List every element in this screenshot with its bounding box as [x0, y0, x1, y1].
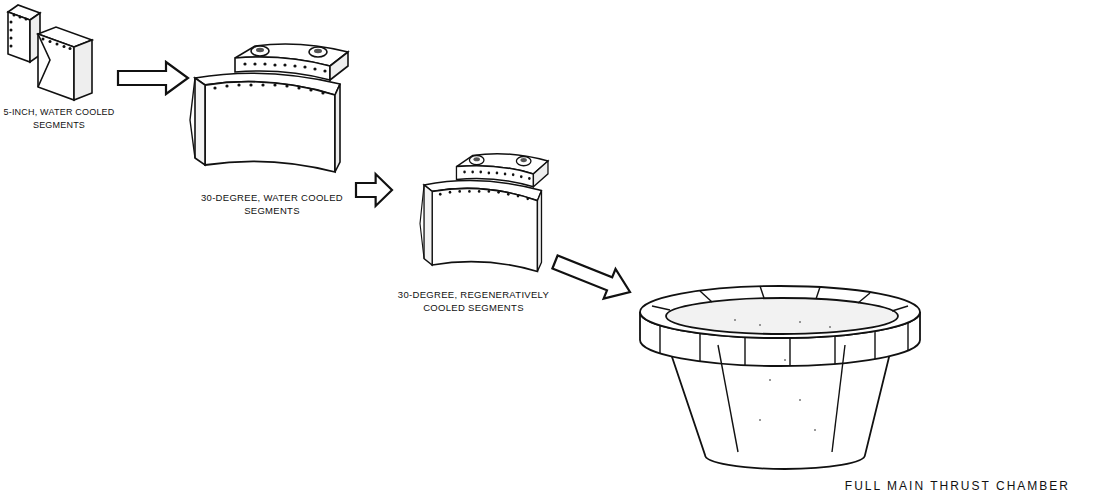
- five-inch-blocks: [19, 16, 22, 19]
- water-cooled-segment: [190, 44, 348, 172]
- thrust-chamber: [718, 345, 738, 452]
- thrust-chamber: [659, 325, 660, 353]
- five-inch-blocks: [10, 29, 13, 32]
- five-inch-blocks: [49, 40, 52, 43]
- thrust-chamber: [834, 336, 835, 364]
- stage-node: 30-DEGREE, REGENERATIVELY COOLED SEGMENT…: [392, 148, 555, 318]
- five-inch-blocks: [42, 38, 45, 41]
- stage-node: FULL MAIN THRUST CHAMBER: [630, 282, 1070, 500]
- thrust-chamber: [907, 322, 908, 350]
- thrust-chamber: [799, 321, 801, 323]
- thrust-chamber: [652, 306, 670, 310]
- five-inch-blocks: [10, 21, 13, 24]
- stage-caption: 30-DEGREE, WATER COOLED SEGMENTS: [188, 191, 356, 217]
- five-inch-blocks: [10, 37, 13, 40]
- thrust-chamber: [759, 419, 761, 421]
- thrust-chamber: [652, 286, 908, 452]
- stage-node: 30-DEGREE, WATER COOLED SEGMENTS: [188, 36, 356, 226]
- regen-cooled-segment: [420, 154, 548, 272]
- thrust-chamber: [666, 298, 898, 334]
- thrust-chamber: [832, 345, 845, 452]
- thrust-chamber: [744, 337, 745, 365]
- five-inch-blocks: [69, 47, 72, 50]
- block-arrow: [356, 174, 392, 206]
- thrust-chamber: [892, 306, 908, 311]
- thrust-chamber: [784, 359, 786, 361]
- block-arrow: [552, 256, 630, 299]
- thrust-chamber: [734, 319, 831, 431]
- five-inch-blocks: [38, 34, 50, 87]
- thrust-chamber: [640, 286, 920, 338]
- thrust-chamber: [858, 293, 870, 303]
- five-inch-blocks: [10, 14, 72, 51]
- stage-caption: 30-DEGREE, REGENERATIVELY COOLED SEGMENT…: [392, 288, 555, 314]
- block-arrow: [118, 62, 188, 94]
- five-inch-blocks: [13, 14, 16, 17]
- thrust-chamber: [874, 331, 875, 359]
- thrust-chamber: [699, 333, 700, 361]
- five-inch-blocks: [74, 40, 92, 100]
- five-inch-blocks: [63, 45, 66, 48]
- thrust-chamber: [829, 326, 831, 328]
- five-inch-blocks: [56, 43, 59, 46]
- thrust-chamber: [734, 319, 736, 321]
- stage-caption: 5-INCH, WATER COOLED SEGMENTS: [0, 106, 118, 132]
- thrust-chamber: [799, 399, 801, 401]
- thrust-chamber: [789, 338, 790, 366]
- five-inch-blocks: [25, 18, 28, 21]
- thrust-chamber: [769, 379, 771, 381]
- five-inch-blocks: [38, 34, 74, 100]
- thrust-chamber: [640, 286, 920, 469]
- five-inch-blocks: [8, 5, 92, 100]
- thrust-chamber: [814, 429, 816, 431]
- thrust-chamber: [759, 324, 761, 326]
- five-inch-blocks: [8, 12, 30, 62]
- stage-caption: FULL MAIN THRUST CHAMBER: [630, 480, 1070, 493]
- thrust-chamber: [816, 287, 820, 299]
- stage-node: 5-INCH, WATER COOLED SEGMENTS: [0, 0, 118, 145]
- thrust-chamber: [760, 286, 764, 298]
- five-inch-blocks: [10, 45, 13, 48]
- thrust-chamber: [700, 291, 712, 302]
